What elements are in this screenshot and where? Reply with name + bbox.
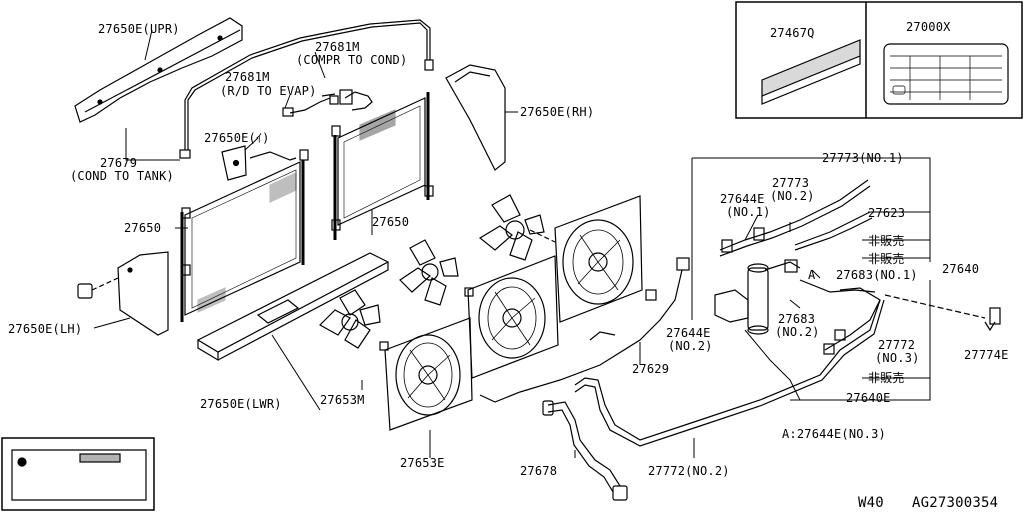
fan-blade-27653m <box>319 289 381 349</box>
footer-w40: W40 <box>858 495 884 511</box>
label-27650e-i: 27650E(ｲ) <box>204 131 270 145</box>
label-27644e-top: 27644E <box>720 192 765 206</box>
label-27650-right: 27650 <box>372 215 410 229</box>
fan-shroud-right <box>554 195 643 323</box>
label-27772-no2: 27772(NO.2) <box>648 464 730 478</box>
hose-27678 <box>542 400 628 501</box>
label-27640: 27640 <box>942 262 980 276</box>
label-27467q: 27467Q <box>770 26 815 40</box>
label-note-a: A:27644E(NO.3) <box>782 427 886 441</box>
label-27644e-top-sub: (NO.1) <box>726 205 771 219</box>
label-27683-sub: (NO.2) <box>775 325 820 339</box>
label-27650e-lwr: 27650E(LWR) <box>200 397 282 411</box>
label-27653e: 27653E <box>400 456 445 470</box>
label-27683-no1: 27683(NO.1) <box>836 268 918 282</box>
label-27681m-a-sub: (COMPR TO COND) <box>296 53 408 67</box>
label-27644e-mid: 27644E <box>666 326 711 340</box>
pipe-27772-no3 <box>823 287 881 355</box>
label-27653m: 27653M <box>320 393 365 407</box>
harness-27629 <box>479 257 690 403</box>
callout-a: A <box>808 268 816 282</box>
fan-blade-upper-right <box>478 194 556 261</box>
label-27774e: 27774E <box>964 348 1009 362</box>
label-27650e-upr: 27650E(UPR) <box>98 22 180 36</box>
upper-shroud-27650e-upr <box>74 17 243 123</box>
side-shroud-27650e-lh <box>77 251 169 336</box>
label-hihanbai-1: 非販売 <box>868 234 905 248</box>
footer-code: AG27300354 <box>912 495 999 511</box>
label-27681m-a: 27681M <box>315 40 360 54</box>
label-27681m-b: 27681M <box>225 70 270 84</box>
label-27772: 27772 <box>878 338 916 352</box>
label-27644e-mid-sub: (NO.2) <box>668 339 713 353</box>
label-27679-sub: (COND TO TANK) <box>70 169 174 183</box>
label-27650-left: 27650 <box>124 221 162 235</box>
label-27772-sub: (NO.3) <box>875 351 920 365</box>
leader-lines <box>93 29 931 458</box>
condenser-right-27650 <box>331 92 434 240</box>
label-27000x: 27000X <box>906 20 951 34</box>
label-27678: 27678 <box>520 464 558 478</box>
label-27679: 27679 <box>100 156 138 170</box>
side-shroud-27650e-rh <box>445 64 506 171</box>
bracket-27650e-i <box>221 145 297 181</box>
label-27773-sub: (NO.2) <box>770 189 815 203</box>
label-27650e-lh: 27650E(LH) <box>8 322 83 336</box>
bottom-left-label <box>1 437 155 511</box>
fan-shroud-27653e <box>379 317 473 431</box>
label-27681m-b-sub: (R/D TO EVAP) <box>220 84 317 98</box>
fan-shroud-middle <box>464 255 559 379</box>
label-27629: 27629 <box>632 362 670 376</box>
label-27623: 27623 <box>868 206 906 220</box>
connector-27774e <box>884 294 1001 332</box>
label-hihanbai-3: 非販売 <box>868 371 905 385</box>
lower-shroud-27650e-lwr <box>196 252 390 362</box>
label-27773: 27773 <box>772 176 810 190</box>
label-27683: 27683 <box>778 312 816 326</box>
label-kit-box <box>735 1 1023 119</box>
label-hihanbai-2: 非販売 <box>868 252 905 266</box>
hose-27681m <box>282 89 373 117</box>
pipe-27679 <box>179 19 434 159</box>
pipe-27772-no2 <box>574 299 885 447</box>
label-27640e: 27640E <box>846 391 891 405</box>
label-27650e-rh: 27650E(RH) <box>520 105 595 119</box>
label-27773-no1: 27773(NO.1) <box>822 151 904 165</box>
fan-blade-upper-left <box>399 239 459 306</box>
condenser-left-27650 <box>180 149 309 322</box>
pipe-27773 <box>719 179 873 257</box>
